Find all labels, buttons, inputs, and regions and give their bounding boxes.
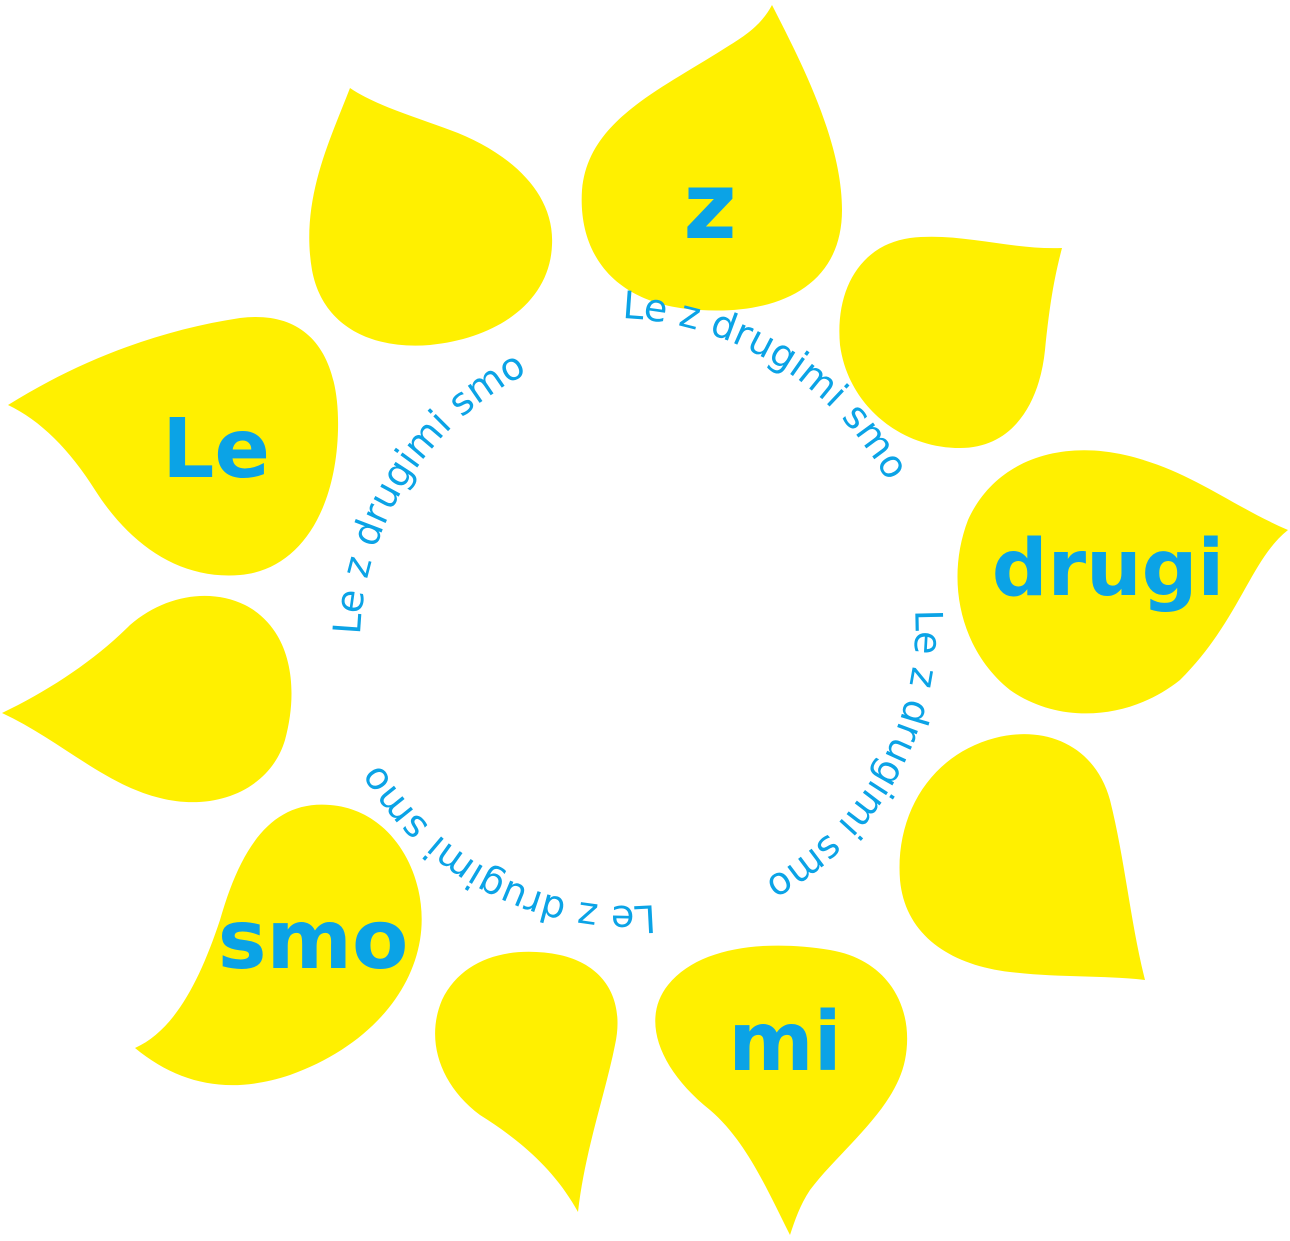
petal-words: z drugi mi smo Le bbox=[162, 153, 1224, 1090]
ring-phrase-4: Le z drugimi smo bbox=[325, 342, 532, 635]
petal-right-lower bbox=[899, 734, 1145, 980]
petal-left-lower bbox=[2, 595, 292, 803]
petal-word-drugi: drugi bbox=[992, 524, 1224, 614]
petal-word-mi: mi bbox=[728, 995, 842, 1090]
petal-right bbox=[957, 450, 1288, 714]
petal-left bbox=[8, 316, 339, 576]
petal-bottom bbox=[435, 951, 618, 1212]
petal-word-smo: smo bbox=[218, 893, 409, 988]
petal-bottom-right bbox=[655, 945, 908, 1235]
petal-word-le: Le bbox=[162, 402, 270, 497]
petal-bottom-left bbox=[135, 804, 422, 1086]
petal-top bbox=[581, 5, 842, 311]
petals bbox=[2, 5, 1288, 1235]
petal-top-right bbox=[839, 236, 1062, 448]
petal-word-z: z bbox=[683, 153, 737, 260]
petal-top-left bbox=[309, 88, 553, 346]
